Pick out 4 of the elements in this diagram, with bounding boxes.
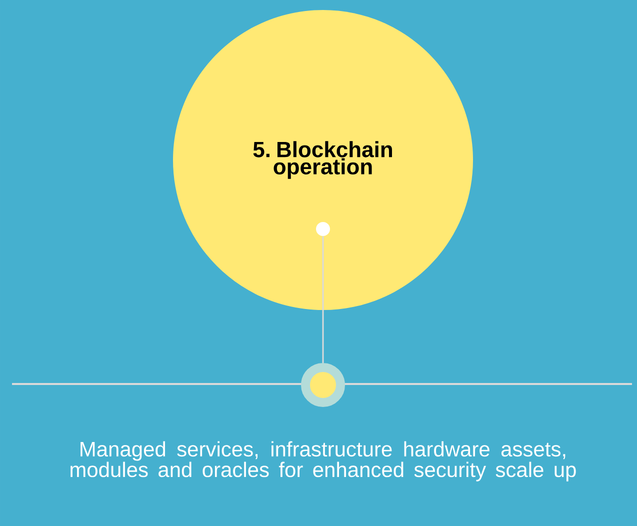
timeline-marker xyxy=(301,362,345,407)
description-text: Managed services, infrastructure hardware assets, modules and oracles for enhanced security scale up xyxy=(70,441,576,482)
connector-dot xyxy=(316,222,330,236)
leader-line xyxy=(322,236,324,363)
